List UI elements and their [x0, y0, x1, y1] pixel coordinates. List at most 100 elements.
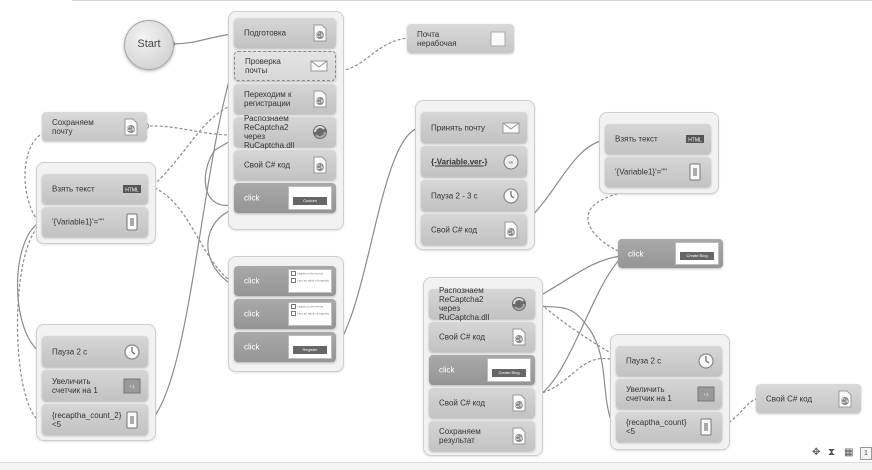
mail-icon	[310, 57, 328, 75]
node-label: click	[244, 342, 260, 352]
click-preview-thumbnail: Register	[288, 335, 332, 359]
csharp-icon: C#	[311, 156, 329, 174]
clock-icon	[697, 352, 715, 370]
grid-icon[interactable]: ▦	[844, 447, 854, 458]
node-label: Пауза 2 - 3 с	[431, 191, 478, 200]
click-preview-thumbnail: Create Blog	[487, 358, 531, 382]
csharp-icon: C#	[510, 328, 528, 346]
connection-line	[17, 221, 41, 353]
g7-node-1[interactable]: Распознаем ReCaptcha2 через RuCaptcha.dl…	[429, 286, 535, 322]
g5-node-2[interactable]: {-Variable.ver-}var	[421, 146, 527, 177]
connection-line	[532, 297, 615, 356]
group-7[interactable]: Распознаем ReCaptcha2 через RuCaptcha.dl…	[423, 277, 543, 456]
node-label: '{Variable1}'=""	[615, 167, 667, 177]
g4-node-2[interactable]: Увеличить счетчик на 1+1	[42, 370, 148, 401]
node-label: click	[439, 365, 455, 375]
g6-node-2[interactable]: '{Variable1}'=""	[605, 157, 711, 187]
g4-node-1[interactable]: Пауза 2 с	[42, 336, 148, 367]
csharp-icon: C#	[510, 394, 528, 412]
connection-line	[16, 224, 41, 423]
node-label: click	[244, 193, 260, 203]
g3-node-2[interactable]: '{Variable1}'=""	[42, 207, 148, 237]
csharp-icon: C#	[836, 390, 854, 408]
g8-node-3[interactable]: {recaptha_count} <5	[616, 412, 722, 442]
click-preview-thumbnail: Create Blog	[675, 242, 719, 265]
node-label: {-Variable.ver-}	[431, 157, 488, 166]
node-mail-fail[interactable]: Почта нерабочая	[407, 24, 514, 53]
connection-line	[171, 33, 233, 45]
connection-line	[532, 257, 622, 401]
node-label: Взять текст	[52, 184, 95, 194]
html-icon: HTML	[123, 180, 141, 198]
counter-icon: +1	[697, 385, 715, 403]
node-label: Свой C# код	[439, 332, 486, 342]
thumbnail-line: I agree to the terms	[289, 270, 331, 277]
node-label: Переходим к регистрации	[244, 90, 292, 108]
node-save-mail[interactable]: Сохраняем почту C#	[42, 112, 147, 141]
g1-node-2[interactable]: Проверка почты	[234, 51, 336, 81]
node-label: Свой C# код	[244, 160, 291, 170]
svg-text:HTML: HTML	[688, 138, 702, 144]
node-click-right[interactable]: click Create Blog	[618, 239, 723, 268]
start-label: Start	[137, 38, 161, 50]
blank-icon	[489, 30, 507, 48]
g7-node-2[interactable]: Свой C# код C#	[429, 322, 535, 352]
page-number[interactable]: 1	[860, 447, 872, 460]
hourglass-icon[interactable]: ⧗	[828, 447, 836, 458]
g5-node-3[interactable]: Пауза 2 - 3 с	[421, 180, 527, 211]
clock-icon	[502, 187, 520, 205]
thumbnail-button: Custom information	[293, 197, 327, 209]
g8-node-2[interactable]: Увеличить счетчик на 1+1	[616, 379, 722, 409]
start-node[interactable]: Start	[124, 20, 174, 70]
connection-line	[335, 37, 411, 72]
g3-node-1[interactable]: Взять текст HTML	[42, 174, 148, 204]
g7-node-3[interactable]: click Create Blog	[429, 355, 535, 385]
node-label: {recaptha_count_2}<5	[52, 410, 122, 429]
g1-node-4[interactable]: Распознаем ReCaptcha2 через RuCaptcha.dl…	[234, 114, 336, 150]
group-3[interactable]: Взять текст HTML '{Variable1}'=""	[36, 162, 156, 244]
if-icon	[123, 213, 141, 231]
thumbnail-line: I am an adult of majority	[289, 277, 331, 284]
canvas-toolbar: ✥ ⧗ ▦ 1	[812, 446, 872, 460]
counter-icon: +1	[123, 377, 141, 395]
g1-node-6[interactable]: click Custom information	[234, 183, 336, 213]
if-icon	[123, 411, 141, 429]
g4-node-3[interactable]: {recaptha_count_2}<5	[42, 404, 148, 435]
connection-line	[207, 209, 233, 286]
g2-node-3[interactable]: click Register	[234, 332, 336, 362]
group-8[interactable]: Пауза 2 с Увеличить счетчик на 1+1{recapt…	[610, 334, 730, 450]
node-label: Распознаем ReCaptcha2 через RuCaptcha.dl…	[439, 286, 490, 322]
node-label: Свой C# код	[439, 398, 486, 408]
g5-node-1[interactable]: Принять почту	[421, 112, 527, 143]
connection-line	[335, 127, 419, 349]
node-label: Подготовка	[244, 28, 287, 38]
move-icon[interactable]: ✥	[812, 447, 821, 458]
node-label: click	[244, 309, 260, 319]
g8-node-1[interactable]: Пауза 2 с	[616, 346, 722, 376]
node-csharp-right[interactable]: Свой C# код C#	[756, 384, 861, 413]
mail-icon	[502, 119, 520, 137]
svg-text:C#: C#	[316, 165, 324, 171]
connection-line	[149, 185, 233, 283]
connection-line	[24, 134, 41, 225]
html-icon: HTML	[686, 130, 704, 148]
svg-text:C#: C#	[515, 403, 523, 409]
node-label: Пауза 2 с	[626, 356, 662, 366]
